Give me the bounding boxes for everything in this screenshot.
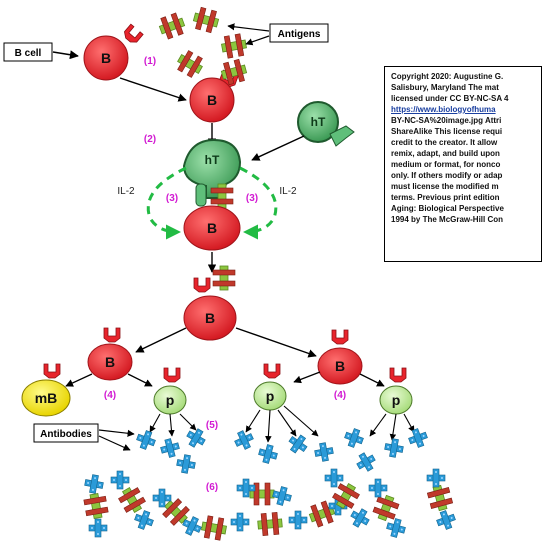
antibodies-label-box [33, 423, 99, 443]
step-label-6: (6) [206, 482, 218, 493]
memory-b-cell: mB [21, 363, 71, 417]
right-daughter-b-cell: B [317, 329, 363, 385]
copyright-line: Aging: Biological Perspective [391, 204, 504, 213]
antigen-bound-b-cell: B [189, 57, 249, 123]
svg-text:hT: hT [205, 153, 220, 167]
proliferating-b-cell: B [183, 265, 237, 341]
arrow-ht-to-complex [251, 135, 305, 161]
arrow-to-plasma-3 [359, 373, 385, 387]
step-label-3-left: (3) [166, 193, 178, 204]
plasma-cell-3: p [379, 367, 413, 415]
copyright-line: 1994 by The McGraw-Hill Con [391, 215, 504, 224]
step-label-4-left: (4) [104, 390, 116, 401]
arrow-to-memory [65, 373, 93, 387]
arrow-to-right-b [235, 327, 317, 358]
svg-text:p: p [392, 392, 401, 408]
copyright-line: remix, adapt, and build upon [391, 149, 500, 158]
antigen-antibody-complexes [82, 468, 459, 542]
copyright-line: licensed under CC BY-NC-SA 4 [391, 94, 509, 103]
plasma-secretion-arrows [149, 405, 415, 443]
naive-b-cell: B [83, 23, 144, 81]
copyright-line: BY-NC-SA%20image.jpg Attri [391, 116, 502, 125]
il2-left-label: IL-2 [117, 186, 135, 197]
copyright-line: only. If others modify or adap [391, 171, 503, 180]
antigens-pointer-1 [227, 23, 270, 32]
il2-right-label: IL-2 [279, 186, 297, 197]
copyright-line: ShareAlike This license requi [391, 127, 503, 136]
step-label-1: (1) [144, 56, 156, 67]
copyright-line: Salisbury, Maryland The mat [391, 83, 499, 92]
arrow-b-to-activated [119, 77, 187, 102]
antigens-label-box [269, 23, 329, 43]
step-label-3-right: (3) [246, 193, 258, 204]
antibodies-label: Antibodies [40, 429, 92, 440]
copyright-notice: Copyright 2020: Augustine G. Salisbury, … [384, 66, 542, 262]
copyright-link[interactable]: https://www.biologyofhuma [391, 105, 496, 114]
il2-right-arrow [239, 166, 278, 240]
free-antibodies [133, 425, 431, 475]
svg-text:B: B [207, 92, 217, 108]
arrow-to-plasma-2 [293, 371, 321, 384]
svg-text:B: B [207, 220, 217, 236]
b-cell-label-pointer [52, 50, 79, 60]
svg-text:B: B [205, 310, 215, 326]
left-daughter-b-cell: B [87, 327, 133, 381]
copyright-line: must license the modified m [391, 182, 499, 191]
helper-t-cell: hT [297, 101, 355, 147]
svg-text:B: B [105, 354, 115, 370]
copyright-line: credit to the creator. It allow [391, 138, 498, 147]
b-cell-label-box [3, 42, 53, 62]
antigens-pointer-2 [245, 35, 270, 46]
copyright-line: terms. Previous print edition [391, 193, 500, 202]
b-cell-label: B cell [15, 48, 42, 59]
antibodies-pointer-2 [98, 435, 131, 451]
step-label-4-right: (4) [334, 390, 346, 401]
arrow-to-plasma-1 [127, 373, 153, 387]
il2-left-arrow [146, 166, 187, 240]
step-label-5: (5) [206, 420, 218, 431]
svg-text:p: p [266, 388, 275, 404]
ht-b-complex: hT B [182, 138, 242, 251]
arrow-to-left-b [135, 327, 187, 353]
copyright-line: Copyright 2020: Augustine G. [391, 72, 504, 81]
svg-text:B: B [101, 50, 111, 66]
svg-text:hT: hT [311, 115, 326, 129]
antigens-label: Antigens [278, 29, 321, 40]
copyright-line: medium or format, for nonco [391, 160, 501, 169]
plasma-cell-2: p [253, 363, 287, 411]
svg-text:B: B [335, 358, 345, 374]
svg-text:p: p [166, 392, 175, 408]
svg-text:mB: mB [35, 390, 58, 406]
step-label-2: (2) [144, 134, 156, 145]
plasma-cell-1: p [153, 367, 187, 415]
antibodies-pointer-1 [98, 429, 135, 437]
